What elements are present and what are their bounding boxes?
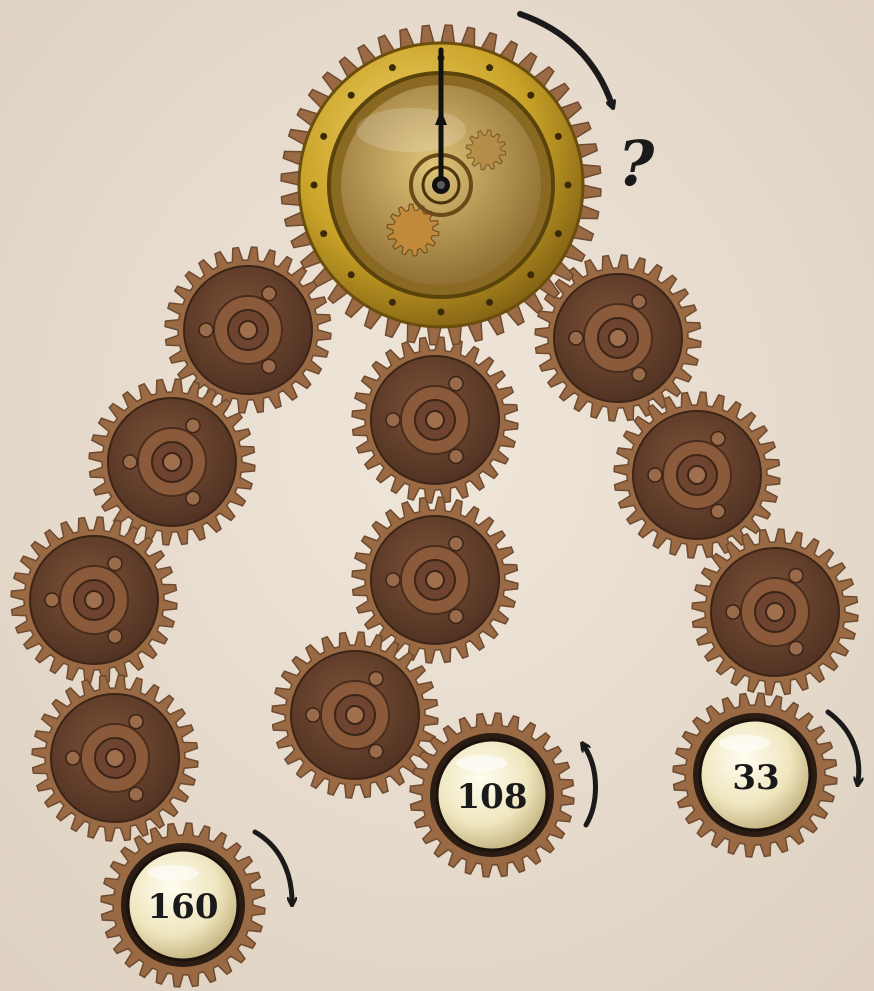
left-chain-gear-2 [89,379,255,545]
end-value-left: 160 [148,887,219,927]
left-chain-gear-4 [32,675,198,841]
question-mark: ? [618,127,655,200]
middle-chain-gear-1 [352,337,518,503]
right-chain-gear-3 [692,529,858,695]
right-chain-gear-2 [614,392,780,558]
right-chain-gear-1 [535,255,701,421]
master-clock-gear [281,25,601,345]
end-value-right: 33 [732,758,779,798]
end-value-middle: 108 [457,777,528,817]
left-chain-gear-3 [11,517,177,683]
